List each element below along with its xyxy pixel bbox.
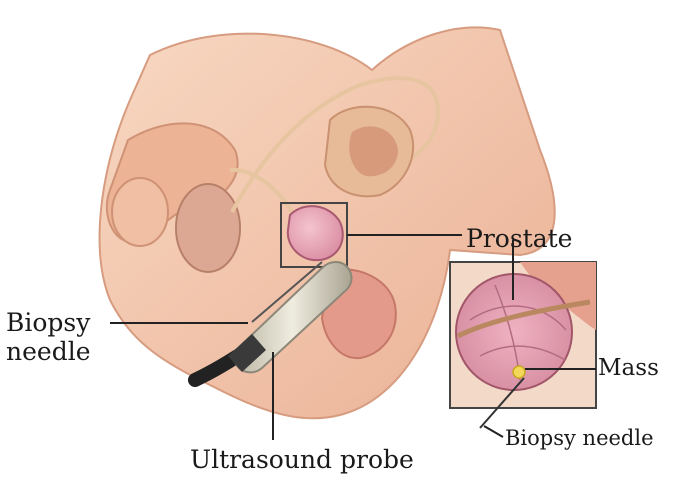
- label-biopsy-needle-left-line2: needle: [6, 339, 91, 364]
- glans-shape: [112, 178, 168, 246]
- label-mass: Mass: [598, 357, 659, 380]
- prostate-shape: [288, 206, 343, 260]
- label-prostate: Prostate: [466, 226, 572, 251]
- leader-biopsy-right: [484, 426, 503, 437]
- label-ultrasound-probe: Ultrasound probe: [190, 447, 414, 472]
- testis-shape: [176, 184, 240, 272]
- label-biopsy-needle-left-line1: Biopsy: [6, 310, 90, 335]
- label-biopsy-needle-right: Biopsy needle: [505, 428, 654, 449]
- mass-shape: [513, 366, 525, 378]
- inset-view: [450, 262, 596, 428]
